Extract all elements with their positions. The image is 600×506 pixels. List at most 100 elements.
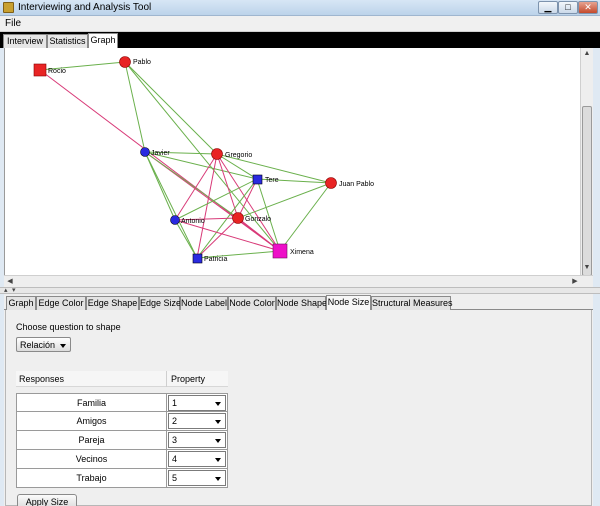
- column-divider: [166, 371, 167, 387]
- subtab-node-shape[interactable]: Node Shape: [276, 296, 328, 310]
- scroll-left-arrow-icon[interactable]: ◀: [7, 278, 13, 285]
- node-rocio: [33, 63, 47, 77]
- tab-graph[interactable]: Graph: [88, 33, 118, 48]
- edge: [174, 153, 218, 221]
- edge: [144, 151, 258, 180]
- table-row: Trabajo 5: [16, 469, 228, 488]
- graph-vertical-scrollbar[interactable]: ▲ ▼: [580, 48, 593, 276]
- apply-size-button[interactable]: Apply Size: [17, 494, 77, 506]
- split-pane-divider[interactable]: ▴ ▾: [0, 287, 600, 294]
- left-border: [0, 48, 4, 506]
- edge: [216, 153, 239, 219]
- node-ximena: [272, 243, 288, 259]
- node-pablo: [119, 56, 131, 68]
- node-label: Gonzalo: [245, 216, 271, 223]
- question-select[interactable]: Relación: [16, 337, 71, 352]
- nodes: [33, 56, 337, 264]
- edge: [144, 151, 176, 221]
- node-label: Tere: [265, 177, 279, 184]
- edge: [174, 219, 198, 259]
- vertical-scroll-thumb[interactable]: [582, 106, 592, 276]
- edge: [256, 178, 281, 252]
- choose-question-label: Choose question to shape: [16, 322, 121, 332]
- edge: [196, 153, 218, 259]
- table-header: Responses Property: [16, 371, 228, 387]
- edge: [279, 182, 332, 252]
- node-size-panel: Choose question to shape Relación Respon…: [5, 310, 592, 506]
- edge: [174, 178, 258, 221]
- tab-statistics[interactable]: Statistics: [47, 34, 88, 48]
- node-label: Javier: [151, 150, 170, 157]
- scroll-right-arrow-icon[interactable]: ▶: [572, 278, 578, 285]
- node-labels: Rocio Pablo Javier Gregorio Tere Juan Pa…: [48, 59, 374, 263]
- properties-panel: Graph Edge Color Edge Shape Edge Size No…: [4, 294, 593, 506]
- subtab-edge-shape[interactable]: Edge Shape: [86, 296, 139, 310]
- property-select[interactable]: 3: [168, 432, 226, 448]
- graph-canvas[interactable]: Rocio Pablo Javier Gregorio Tere Juan Pa…: [4, 48, 580, 275]
- main-tab-bar: Interview Statistics Graph: [0, 32, 600, 48]
- node-gonzalo: [232, 212, 244, 224]
- edge: [124, 61, 218, 155]
- node-tere: [252, 174, 263, 185]
- close-button[interactable]: ✕: [578, 1, 598, 14]
- scroll-up-arrow-icon[interactable]: ▲: [583, 50, 591, 57]
- column-header-property: Property: [171, 374, 206, 384]
- scroll-down-arrow-icon[interactable]: ▼: [583, 264, 591, 271]
- edge: [237, 178, 258, 219]
- edge: [174, 219, 281, 252]
- node-patricia: [192, 253, 203, 264]
- network-graph[interactable]: Rocio Pablo Javier Gregorio Tere Juan Pa…: [5, 48, 581, 275]
- property-select[interactable]: 2: [168, 413, 226, 429]
- chevron-down-icon: [215, 402, 221, 406]
- property-select[interactable]: 5: [168, 470, 226, 486]
- menu-file[interactable]: File: [5, 18, 22, 29]
- node-label: Ximena: [290, 249, 314, 256]
- node-javier: [140, 147, 150, 157]
- property-select[interactable]: 4: [168, 451, 226, 467]
- edge: [216, 153, 258, 180]
- response-cell: Pareja: [16, 431, 167, 450]
- edge: [196, 250, 281, 259]
- node-label: Pablo: [133, 59, 151, 66]
- node-label: Juan Pablo: [339, 181, 374, 188]
- app-icon: [3, 2, 14, 13]
- property-cell: 3: [167, 431, 228, 450]
- title-bar: Interviewing and Analysis Tool ▁ □ ✕: [0, 0, 600, 16]
- property-tab-bar: Graph Edge Color Edge Shape Edge Size No…: [4, 294, 593, 311]
- subtab-node-color[interactable]: Node Color: [228, 296, 276, 310]
- collapse-down-icon[interactable]: ▾: [12, 287, 16, 294]
- property-select[interactable]: 1: [168, 395, 226, 411]
- property-value: 1: [172, 398, 178, 408]
- chevron-down-icon: [60, 344, 66, 348]
- edge: [144, 151, 218, 155]
- collapse-up-icon[interactable]: ▴: [4, 287, 8, 294]
- edges: [39, 61, 332, 259]
- property-value: 3: [172, 435, 178, 445]
- response-cell: Amigos: [16, 412, 167, 431]
- subtab-edge-color[interactable]: Edge Color: [36, 296, 86, 310]
- tab-interview[interactable]: Interview: [3, 34, 47, 48]
- property-cell: 4: [167, 450, 228, 469]
- node-label: Patricia: [204, 256, 227, 263]
- menu-bar: File: [0, 16, 600, 32]
- property-value: 4: [172, 454, 178, 464]
- graph-horizontal-scrollbar[interactable]: ◀ ▶: [4, 275, 593, 287]
- response-cell: Vecinos: [16, 450, 167, 469]
- subtab-edge-size[interactable]: Edge Size: [139, 296, 182, 310]
- maximize-button[interactable]: □: [558, 1, 578, 14]
- subtab-structural-measures[interactable]: Structural Measures: [371, 296, 453, 310]
- edge: [144, 151, 198, 259]
- table-row: Familia 1: [16, 393, 228, 412]
- node-juan-pablo: [325, 177, 337, 189]
- edge: [174, 217, 239, 221]
- subtab-graph[interactable]: Graph: [6, 296, 36, 310]
- property-value: 5: [172, 473, 178, 483]
- response-cell: Trabajo: [16, 469, 167, 488]
- subtab-node-label[interactable]: Node Label: [180, 296, 228, 310]
- edge: [256, 178, 332, 184]
- minimize-button[interactable]: ▁: [538, 1, 558, 14]
- edge: [216, 153, 332, 184]
- column-header-responses: Responses: [19, 374, 65, 384]
- response-table: Familia 1 Amigos 2 Pareja: [16, 393, 228, 488]
- subtab-node-size[interactable]: Node Size: [326, 295, 371, 311]
